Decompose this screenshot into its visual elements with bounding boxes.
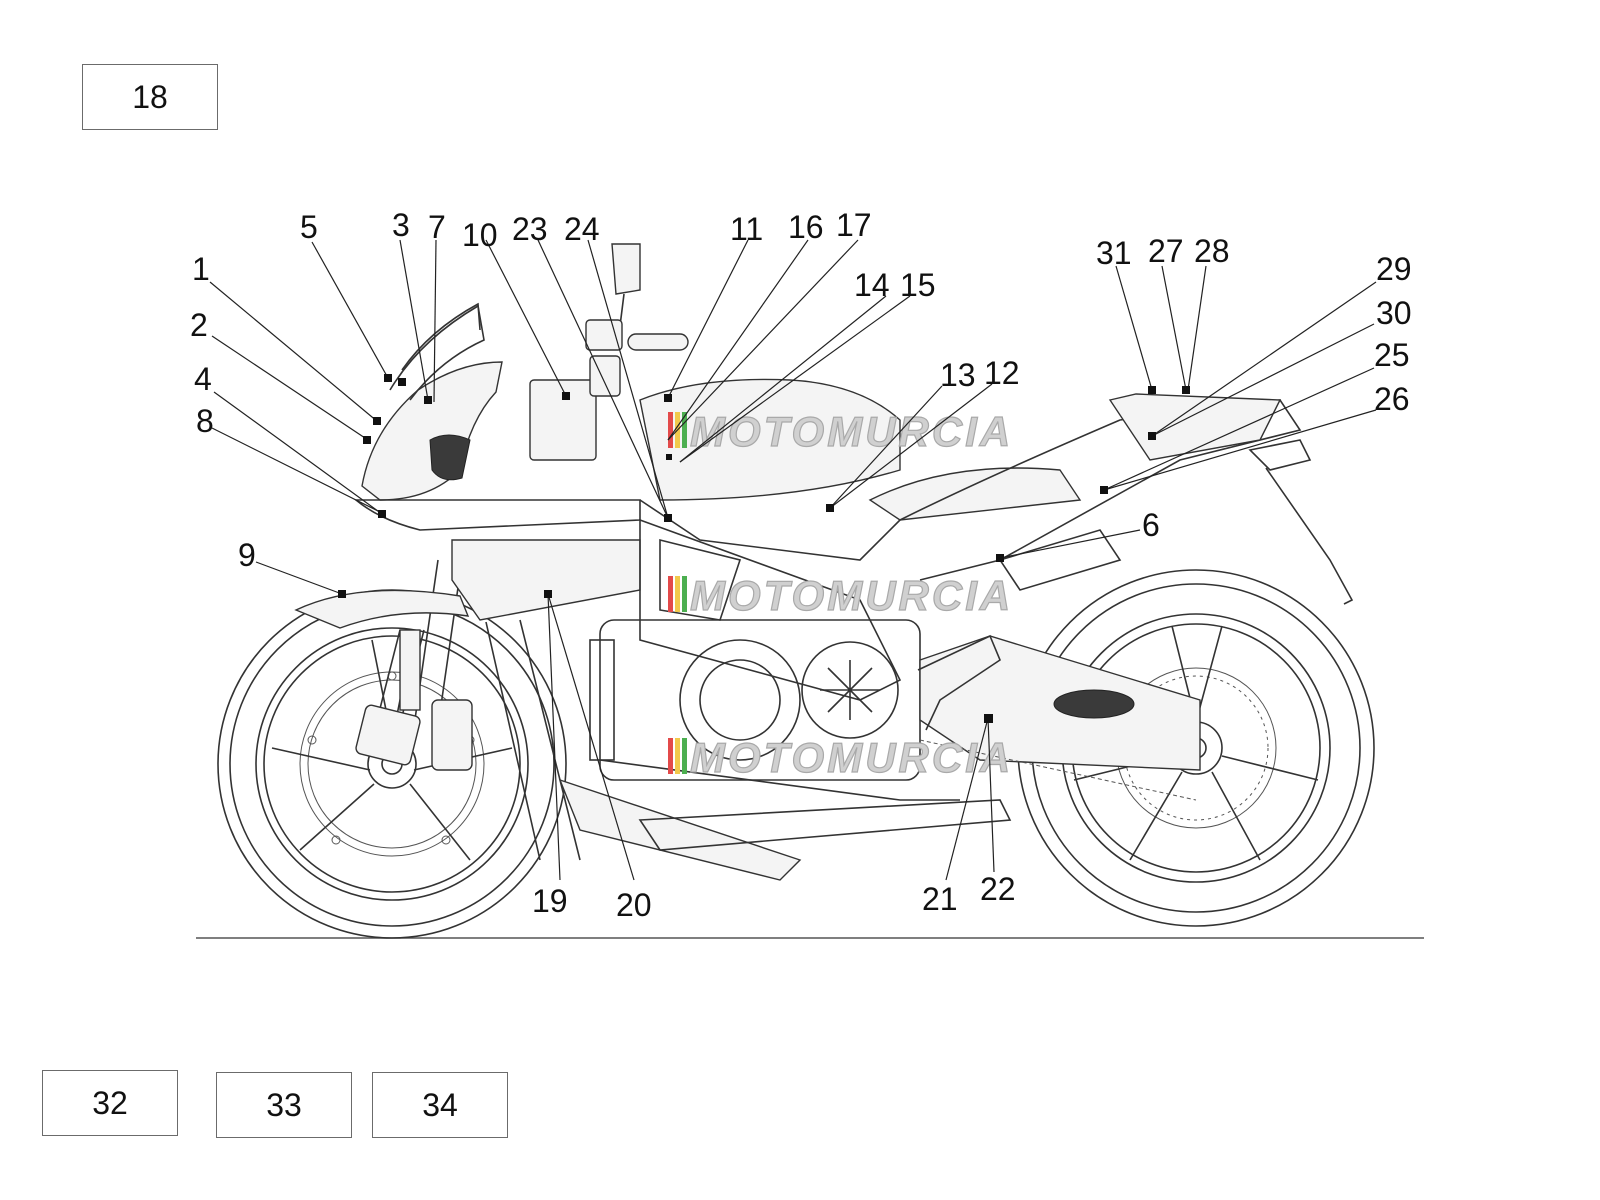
leader-lines <box>209 239 1377 881</box>
part-box-33: 33 <box>216 1072 352 1138</box>
callout-15: 15 <box>900 267 936 303</box>
callout-12: 12 <box>984 355 1020 391</box>
callout-14: 14 <box>854 267 890 303</box>
callout-3: 3 <box>392 207 410 243</box>
part-box-32: 32 <box>42 1070 178 1136</box>
callout-19: 19 <box>532 883 568 919</box>
callout-11: 11 <box>730 211 763 247</box>
front-fork <box>355 559 473 771</box>
windscreen <box>401 302 481 371</box>
callout-24: 24 <box>564 211 600 247</box>
watermark-text: MOTOMURCIA <box>690 408 1013 455</box>
callout-27: 27 <box>1148 233 1184 269</box>
callout-7: 7 <box>428 209 446 245</box>
callout-29: 29 <box>1376 251 1412 287</box>
callout-6: 6 <box>1142 507 1160 543</box>
callout-9: 9 <box>238 537 256 573</box>
callout-21: 21 <box>922 881 958 917</box>
callout-8: 8 <box>196 403 214 439</box>
exhaust <box>638 799 1012 851</box>
callout-numbers: 1 2 3 4 5 6 7 8 9 10 11 12 13 14 15 16 1… <box>190 207 1412 923</box>
footpeg-bracket <box>917 634 1001 731</box>
watermark-text: MOTOMURCIA <box>690 572 1013 619</box>
callout-28: 28 <box>1194 233 1230 269</box>
watermark-group: MOTOMURCIA MOTOMURCIA MOTOMURCIA <box>668 407 1013 782</box>
handlebar <box>529 319 689 461</box>
watermark-logo <box>668 738 687 774</box>
front-fender <box>294 589 470 629</box>
decal-markers <box>338 374 1190 723</box>
callout-13: 13 <box>940 357 976 393</box>
callout-16: 16 <box>788 209 824 245</box>
fuel-tank <box>639 378 901 561</box>
callout-4: 4 <box>194 361 212 397</box>
callout-22: 22 <box>980 871 1016 907</box>
callout-25: 25 <box>1374 337 1410 373</box>
engine <box>589 619 960 801</box>
front-wheel <box>217 589 567 939</box>
watermark-logo <box>668 576 687 612</box>
mirror <box>611 243 641 327</box>
callout-23: 23 <box>512 211 548 247</box>
watermark-text: MOTOMURCIA <box>690 734 1013 781</box>
callout-20: 20 <box>616 887 652 923</box>
callout-31: 31 <box>1096 235 1132 271</box>
callout-2: 2 <box>190 307 208 343</box>
part-box-18: 18 <box>82 64 218 130</box>
callout-26: 26 <box>1374 381 1410 417</box>
seat-tail <box>868 393 1354 605</box>
callout-17: 17 <box>836 207 872 243</box>
callout-10: 10 <box>462 217 498 253</box>
motorcycle-drawing <box>217 243 1375 939</box>
part-box-34: 34 <box>372 1072 508 1138</box>
callout-1: 1 <box>192 251 210 287</box>
front-fairing <box>353 304 802 881</box>
callout-30: 30 <box>1376 295 1412 331</box>
callout-5: 5 <box>300 209 318 245</box>
